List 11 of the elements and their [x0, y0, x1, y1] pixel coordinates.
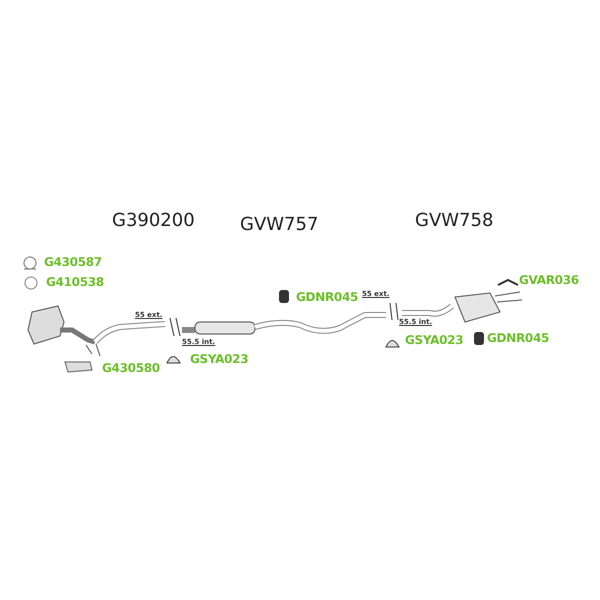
- part-number: GDNR045: [296, 291, 358, 303]
- part-number: G430580: [102, 362, 160, 374]
- part-number: GDNR045: [487, 332, 550, 344]
- part-number: G430587: [44, 256, 102, 268]
- part-set-number: G390200: [112, 212, 195, 230]
- part-set-number: GVW757: [240, 216, 318, 234]
- part-number: GVAR036: [519, 274, 579, 286]
- part-number: GSYA023: [405, 334, 464, 346]
- part-number: GSYA023: [190, 353, 248, 365]
- part-number: G410538: [46, 276, 104, 288]
- part-set-number: GVW758: [415, 212, 494, 230]
